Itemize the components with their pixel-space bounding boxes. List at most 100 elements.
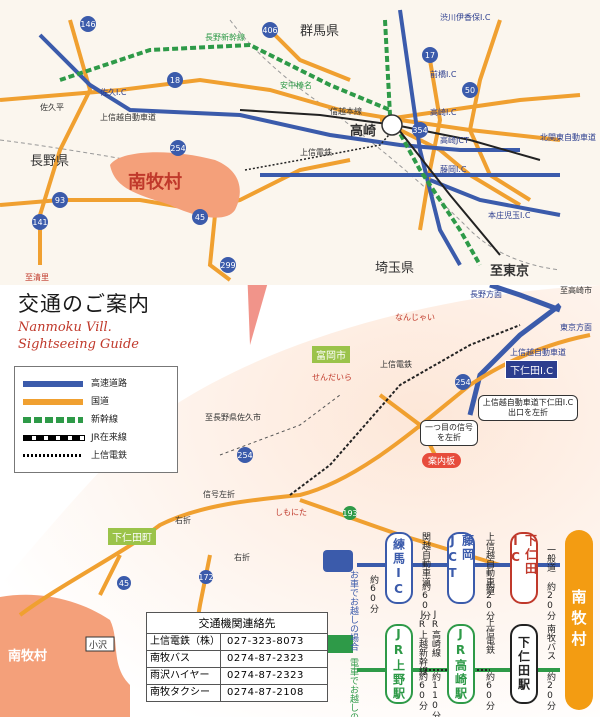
label-saku-ic: 佐久I.C: [100, 87, 127, 97]
detail-turn-right-2: 右折: [234, 552, 250, 562]
label-gunma: 群馬県: [300, 24, 339, 39]
route-299: 299: [220, 261, 235, 270]
train-seg2-time: 約60分: [484, 672, 494, 710]
train-stop-shimonita: 下仁田駅: [510, 624, 538, 704]
label-joshin-dentetsu-top: 上信電鉄: [300, 147, 332, 157]
car-stop-fujioka: 藤岡JCT: [446, 532, 475, 604]
label-kiyosato: 至清里: [25, 272, 49, 282]
page-title-en: Nanmoku Vill. Sightseeing Guide: [18, 319, 139, 353]
contact-name: 上信電鉄（株）: [147, 634, 221, 650]
detail-nanjyai: なんじゃい: [395, 313, 435, 322]
legend-joshin: 上信電鉄: [23, 449, 173, 463]
car-seg2-name: 上信越自動車道: [484, 532, 494, 595]
car-seg1-time: 約60分: [420, 582, 430, 620]
label-shinetsu-line: 信越本線: [330, 106, 362, 116]
detail-kozawa: 小沢: [89, 639, 107, 651]
train-seg3-name: 南牧バス: [545, 624, 555, 660]
shimonita-town-tag: 下仁田町: [108, 528, 156, 545]
train-seg1-name: JR上越新幹線: [417, 610, 427, 675]
detail-signal-left: 信号左折: [203, 489, 235, 499]
car-seg2-time: 約20分: [484, 582, 494, 620]
car-label: お車でお越しの場合: [348, 570, 358, 651]
contact-name: 南牧バス: [147, 651, 221, 667]
label-village-overview: 南牧村: [128, 171, 182, 193]
legend-label: JR在来線: [91, 433, 127, 443]
label-nagano-shinkansen: 長野新幹線: [205, 32, 245, 42]
car-seg1-name: 関越自動車道: [420, 532, 430, 586]
detail-tokyo-dir: 東京方面: [560, 322, 592, 332]
contact-row: 南牧タクシー 0274-87-2108: [147, 685, 327, 701]
detail-map: 254 254 193 172 45 至高崎市 長野方面 東京方面 上信越自動車…: [0, 285, 600, 717]
contact-name: 雨沢ハイヤー: [147, 668, 221, 684]
route-50: 50: [465, 86, 475, 95]
legend-label: 上信電鉄: [91, 451, 128, 461]
route-146: 146: [80, 20, 95, 29]
legend: 高速道路 国道 新幹線 JR在来線 上信電鉄: [14, 366, 178, 473]
detail-sendaira: せんだいら: [312, 373, 352, 382]
legend-shinkansen: 新幹線: [23, 413, 173, 427]
label-shibukawa: 渋川伊香保I.C: [440, 12, 491, 22]
label-takasaki-jct: 高崎JCT: [440, 135, 469, 145]
detail-village-bottom: 南牧村: [8, 648, 47, 664]
car-seg3-time: 約20分: [545, 582, 555, 620]
info-board-label: 案内板: [422, 453, 462, 468]
label-annaka: 安中榛名: [280, 80, 312, 90]
overview-map: 146 406 18 17 50 354 254 93 141 45 299 群…: [0, 0, 600, 285]
detail-route-254b: 254: [237, 451, 252, 460]
label-saitama: 埼玉県: [375, 261, 414, 276]
route-254: 254: [170, 144, 185, 153]
tomioka-tag: 富岡市: [312, 346, 350, 363]
detail-shimonita: しもにた: [275, 508, 307, 517]
detail-route-254a: 254: [455, 378, 470, 387]
contact-tel: 0274-87-2108: [227, 687, 304, 698]
destination-pill: 南牧村: [565, 530, 593, 710]
legend-label: 高速道路: [91, 379, 128, 389]
car-seg3-name: 一般道: [545, 545, 555, 572]
train-seg2-name: 上信電鉄: [484, 618, 494, 654]
train-label: 電車でお越しの場合: [348, 658, 358, 717]
label-maebashi: 前橋I.C: [430, 69, 457, 79]
label-fujioka: 藤岡I.C: [440, 164, 467, 174]
detail-to-takasaki: 至高崎市: [560, 285, 592, 295]
legend-jr: JR在来線: [23, 431, 173, 445]
train-seg1-time: 約60分: [417, 672, 427, 710]
route-45: 45: [195, 213, 205, 222]
detail-route-45: 45: [119, 579, 129, 588]
detail-route-193: 193: [342, 509, 357, 518]
detail-joshin: 上信電鉄: [380, 359, 412, 369]
label-takasaki-ic: 高崎I.C: [430, 107, 457, 117]
label-sakudaira: 佐久平: [40, 102, 64, 112]
detail-turn-right-1: 右折: [175, 515, 191, 525]
train-seg3-time: 約20分: [545, 672, 555, 710]
detail-expressway: 上信越自動車道: [510, 347, 566, 357]
route-93: 93: [55, 196, 65, 205]
legend-national-road: 国道: [23, 395, 173, 409]
route-18: 18: [170, 76, 180, 85]
train-seg1b-name: JR高崎線: [430, 610, 440, 657]
contact-name: 南牧タクシー: [147, 685, 221, 701]
route-17: 17: [425, 51, 435, 60]
car-stop-nerima: 練馬IC: [385, 532, 413, 604]
callout-exit: 上信越自動車道下仁田I.C出口を左折: [478, 395, 578, 421]
car-stop-shimonita: 下仁田IC: [509, 532, 538, 604]
route-354: 354: [412, 126, 427, 135]
contact-tel: 0274-87-2323: [227, 670, 304, 681]
label-nagano: 長野県: [30, 154, 69, 169]
train-seg1b-time: 約110分: [430, 672, 440, 717]
legend-label: 国道: [91, 397, 110, 407]
route-406: 406: [262, 26, 277, 35]
detail-to-saku: 至長野県佐久市: [205, 412, 261, 422]
detail-nagano-dir: 長野方面: [470, 289, 502, 299]
label-jyoshinetsu-top: 上信越自動車道: [100, 112, 156, 122]
label-to-tokyo: 至東京: [490, 263, 529, 279]
title-en-line1: Nanmoku Vill.: [18, 320, 112, 335]
page-title: 交通のご案内: [18, 292, 150, 316]
contact-row: 上信電鉄（株） 027-323-8073: [147, 634, 327, 651]
route-141: 141: [32, 218, 47, 227]
car-seg0-time: 約60分: [368, 575, 378, 613]
legend-label: 新幹線: [91, 415, 119, 425]
contact-tel: 027-323-8073: [227, 636, 304, 647]
contact-row: 雨沢ハイヤー 0274-87-2323: [147, 668, 327, 685]
